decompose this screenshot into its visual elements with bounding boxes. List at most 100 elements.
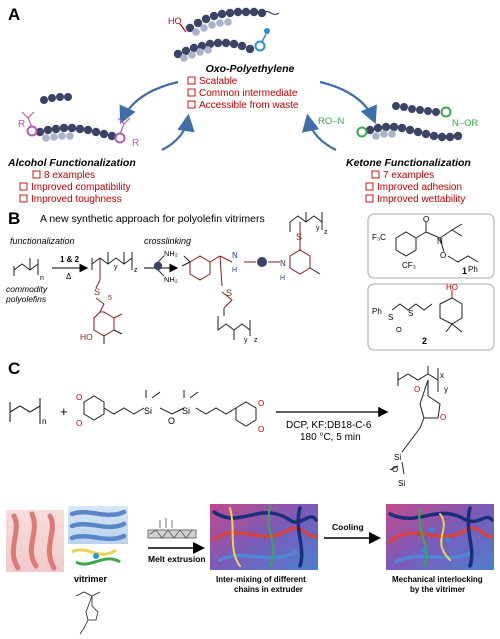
functionalized-polymer xyxy=(91,252,133,344)
imide-o-2: O xyxy=(76,419,82,428)
bismaleimide-siloxane xyxy=(83,390,257,427)
cmpd2-s1-label: S xyxy=(388,313,393,322)
alcohol-bullets: 8 examples Improved compatibility Improv… xyxy=(19,170,130,205)
panel-b-letter: B xyxy=(8,209,20,228)
caption-2-line-2: by the vitrimer xyxy=(410,585,465,594)
compound-2-number: 2 xyxy=(422,336,427,346)
ketone-site xyxy=(254,40,266,52)
plus-sign: + xyxy=(60,404,68,419)
panel-c-letter: C xyxy=(8,359,20,378)
z-subscript-b1: z xyxy=(134,267,138,274)
imide-o-4: O xyxy=(258,425,264,434)
n-subscript-b: n xyxy=(40,275,44,282)
functionalization-label: functionalization xyxy=(10,236,75,246)
cmpd2-o-label: O xyxy=(396,325,402,334)
alcohol-bullet-2: Improved compatibility xyxy=(31,182,130,193)
oxime-label-left: RO–N xyxy=(318,116,345,127)
r-group-right: R xyxy=(132,138,139,149)
ketone-bullet-1: 7 examples xyxy=(383,170,434,181)
condition-line-1: DCP, KF:DB18-C-6 xyxy=(286,420,372,431)
z-subscript-b3: z xyxy=(254,337,258,344)
ketone-bullet-2: Improved adhesion xyxy=(377,182,462,193)
z-subscript-b2: z xyxy=(324,229,328,236)
grafted-product xyxy=(389,366,441,475)
panel-a-letter: A xyxy=(8,5,20,24)
panel-b-heading: A new synthetic approach for polyolefin … xyxy=(40,213,265,225)
cmpd1-ph-label: Ph xyxy=(468,265,478,274)
sulfur-label-b1: S xyxy=(94,287,100,297)
mixed-chains-2 xyxy=(388,506,494,568)
sulfur-label-b3: S xyxy=(226,288,232,298)
caption-1-line-1: Inter-mixing of different xyxy=(216,575,306,584)
compound-1-number: 1 xyxy=(462,266,467,276)
commodity-polyolefin xyxy=(13,258,39,276)
vitrimer-structure-mini xyxy=(75,591,101,635)
product-si-2: Si xyxy=(398,479,405,488)
ho-label-b1: HO xyxy=(80,332,93,342)
o-label-siloxane: O xyxy=(168,416,175,426)
polyethylene-c xyxy=(9,398,41,424)
cf3-bottom-label: CF₃ xyxy=(402,261,416,270)
caption-1-line-2: chains in extruder xyxy=(234,585,303,594)
cmpd1-o2-label: O xyxy=(440,251,446,260)
alcohol-bullet-3: Improved toughness xyxy=(31,194,122,205)
y-subscript-b2: y xyxy=(316,225,320,232)
cooling-label: Cooling xyxy=(332,522,364,532)
nh2-top: NH₂ xyxy=(164,249,178,258)
cmpd2-ph-label: Ph xyxy=(372,307,382,316)
imide-o-1: O xyxy=(76,393,82,402)
x-subscript-c: x xyxy=(440,371,444,380)
oxo-polyethylene-chain: HO xyxy=(168,7,280,62)
si-label-2: Si xyxy=(182,406,190,416)
hydroxyl-label: HO xyxy=(168,16,182,26)
vitrimer-label: vitrimer xyxy=(74,574,108,584)
imine-h-right: H xyxy=(280,275,285,282)
crosslinked-network xyxy=(181,212,323,340)
oxime-label-right: N–OR xyxy=(452,118,479,129)
y-subscript-b1: y xyxy=(114,264,118,271)
delta-label: Δ xyxy=(66,272,72,281)
melt-extrusion-label: Melt extrusion xyxy=(148,554,206,564)
n-subscript-c: n xyxy=(42,417,46,426)
imine-n-left: N xyxy=(232,251,238,260)
cmpd2-s2-label: S xyxy=(408,309,413,318)
arrow-to-ketone xyxy=(319,80,377,125)
product-o-1: O xyxy=(414,385,420,394)
si-label-1: Si xyxy=(144,406,152,416)
sulfur-label-b2: S xyxy=(296,232,302,242)
blue-chains xyxy=(69,509,127,542)
cf3-top-label: F₃C xyxy=(372,233,386,242)
arrow-alcohol-back xyxy=(161,113,195,151)
mixed-chains-1 xyxy=(212,505,318,568)
imine-n-right: N xyxy=(280,259,286,268)
condition-line-2: 180 °C, 5 min xyxy=(300,432,361,443)
center-title: Oxo-Polyethylene xyxy=(206,63,295,75)
diamine-crosslinker xyxy=(153,255,165,277)
polyolefins-label: polyolefins xyxy=(5,294,47,304)
ketone-bullet-3: Improved wettability xyxy=(377,194,465,205)
compound-2-box xyxy=(367,283,495,351)
center-bullets: Scalable Common intermediate Accessible … xyxy=(187,76,299,111)
imide-o-3: O xyxy=(258,399,264,408)
center-bullet-2: Common intermediate xyxy=(199,88,298,99)
arrow-to-alcohol xyxy=(119,80,179,124)
caption-2-line-1: Mechanical interlocking xyxy=(392,575,483,584)
cmpd2-ho-label: HO xyxy=(446,283,458,292)
alcohol-chain: R R xyxy=(18,93,139,149)
ketone-bullets: 7 examples Improved adhesion Improved we… xyxy=(365,170,465,205)
product-o-2: O xyxy=(440,413,446,422)
reagents-label: 1 & 2 xyxy=(60,255,80,264)
center-bullet-3: Accessible from waste xyxy=(199,100,299,111)
ketone-chain: RO–N N–OR xyxy=(318,102,479,142)
interlock-nodes xyxy=(421,527,451,553)
crosslinking-label: crosslinking xyxy=(144,236,191,246)
nh2-bottom: NH₂ xyxy=(164,275,178,284)
sub5-b1: 5 xyxy=(108,295,112,302)
alcohol-bullet-1: 8 examples xyxy=(44,170,95,181)
extruder-icon xyxy=(147,518,197,539)
product-si-1: Si xyxy=(394,453,401,462)
y-subscript-b3: y xyxy=(244,337,248,344)
commodity-label: commodity xyxy=(6,284,48,294)
ketone-title: Ketone Functionalization xyxy=(346,157,471,169)
imine-h-left: H xyxy=(232,267,237,274)
